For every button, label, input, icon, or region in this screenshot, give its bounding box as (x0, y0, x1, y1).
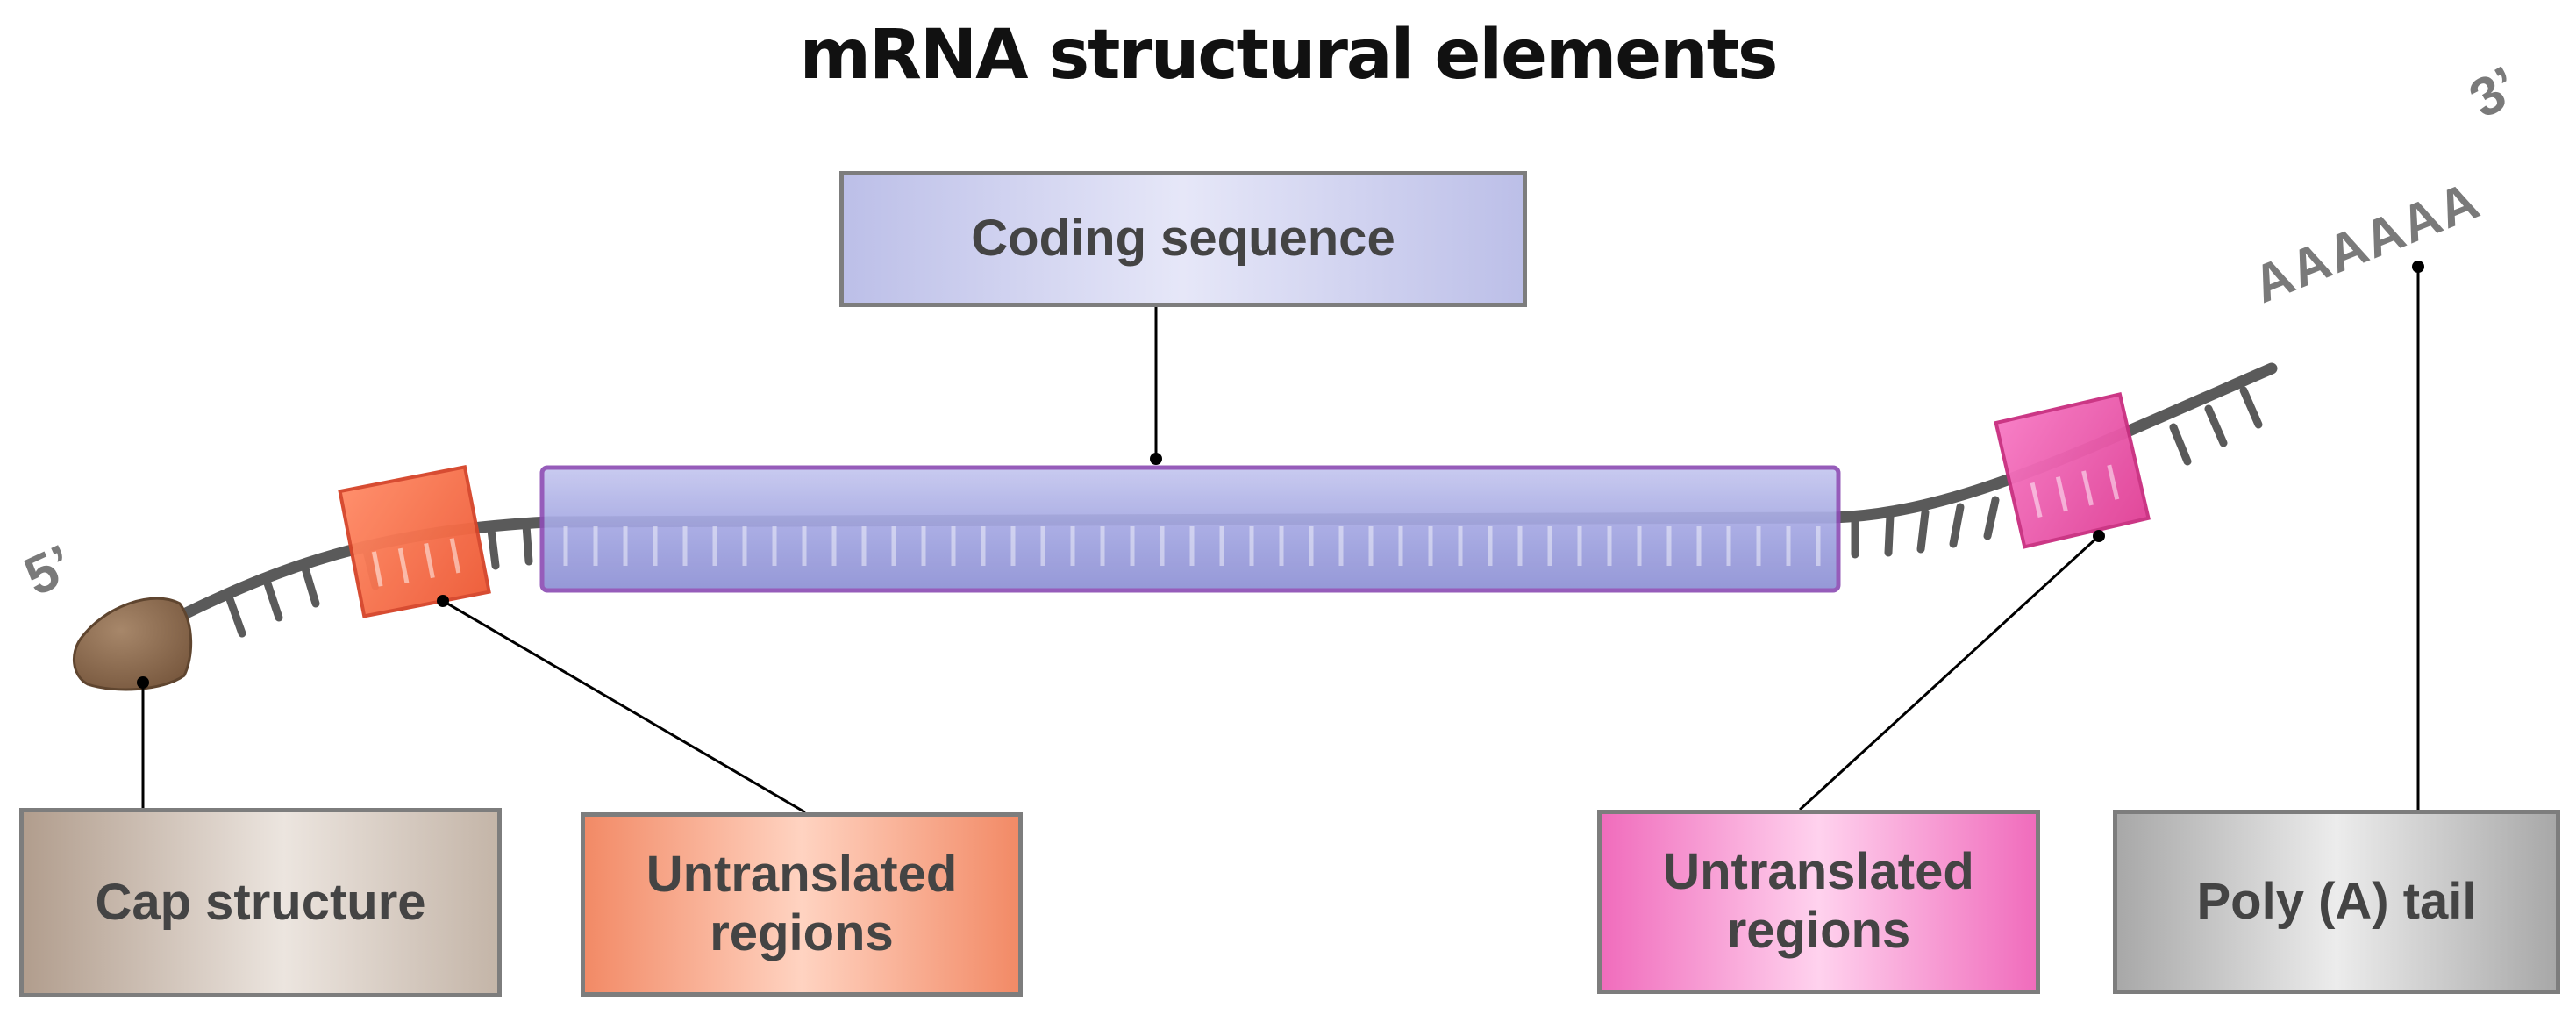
utr-right-label: Untranslated regions (1597, 810, 2040, 994)
utr-left-shape (338, 465, 491, 618)
utr-right-text-line2: regions (1726, 902, 1911, 959)
leader-cap-dot (137, 676, 149, 689)
coding-sequence-text: Coding sequence (971, 210, 1395, 268)
leader-utr-left-dot (437, 595, 449, 607)
utr-right-text-line1: Untranslated (1663, 843, 1974, 901)
utr-left-text-line1: Untranslated (646, 846, 958, 904)
diagram-title: mRNA structural elements (799, 16, 1779, 95)
utr-right-shape (1994, 392, 2151, 549)
leader-utr-right (1798, 534, 2101, 811)
utr-left-label: Untranslated regions (581, 812, 1023, 997)
cap-structure-label: Cap structure (19, 808, 502, 997)
utr-left-text-line2: regions (710, 904, 894, 961)
cap-structure-shape (72, 597, 193, 691)
cap-structure-text: Cap structure (95, 873, 426, 931)
coding-sequence-shape (539, 465, 1841, 593)
leader-utr-right-dot (2093, 530, 2105, 542)
nucleotide-ticks-right (1851, 386, 2263, 559)
poly-a-tail-text: Poly (A) tail (2196, 872, 2477, 930)
coding-sequence-label: Coding sequence (839, 171, 1527, 307)
leader-coding-dot (1150, 453, 1162, 465)
poly-a-tail-label: Poly (A) tail (2113, 810, 2560, 994)
leader-utr-left (442, 599, 806, 814)
leader-poly-a-dot (2412, 261, 2424, 273)
